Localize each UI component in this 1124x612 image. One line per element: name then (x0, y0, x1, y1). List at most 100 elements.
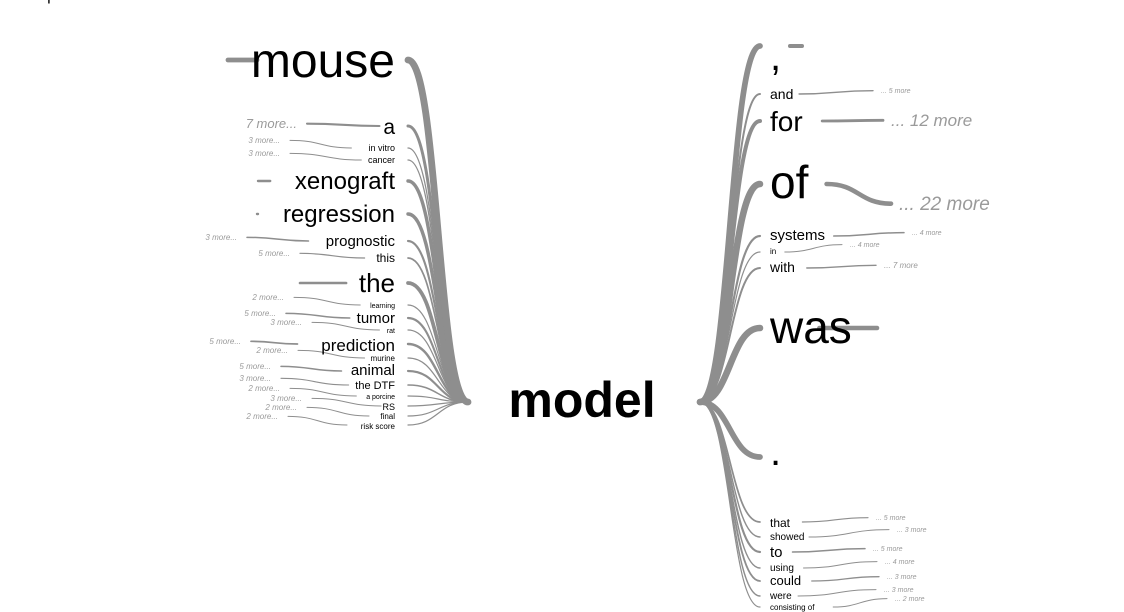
tree-branch-left (293, 296, 361, 306)
more-label[interactable]: 3 more... (270, 394, 302, 403)
left-branch-word[interactable]: a porcine (366, 394, 395, 401)
more-label[interactable]: ... 3 more (887, 574, 917, 581)
more-label[interactable]: 2 more... (251, 293, 284, 302)
left-branch-word[interactable]: animal (351, 362, 395, 379)
more-label[interactable]: 3 more... (205, 233, 237, 242)
left-branch-word[interactable]: rat (387, 328, 395, 335)
tree-branch-left (289, 387, 357, 397)
more-label[interactable]: 3 more... (270, 318, 302, 327)
right-leaf-word[interactable]: developed (0, 0, 74, 4)
right-branch-word[interactable]: to (770, 544, 783, 561)
right-branch-word[interactable]: and (770, 86, 793, 102)
more-label[interactable]: 2 more... (245, 412, 278, 421)
tree-branch-right (806, 264, 877, 269)
more-label[interactable]: ... 4 more (0, 0, 68, 4)
tree-branch-left (285, 312, 351, 319)
tree-branch-left (287, 415, 348, 426)
more-label[interactable]: 7 more... (246, 116, 297, 131)
more-label[interactable]: ... 4 more (0, 0, 68, 4)
more-label[interactable]: ... 5 more (0, 0, 68, 4)
left-branch-word[interactable]: risk score (361, 422, 396, 431)
left-branch-word[interactable]: the (359, 268, 395, 298)
more-label[interactable]: 5 more... (239, 362, 271, 371)
more-label[interactable]: ... 14 more (0, 0, 77, 4)
more-label[interactable]: 2 more... (255, 346, 288, 355)
right-branch-word[interactable]: for (770, 106, 803, 137)
root-word[interactable]: model (508, 372, 655, 428)
tree-branch-left (246, 236, 310, 242)
left-branch-word[interactable]: xenograft (295, 168, 395, 195)
more-label[interactable]: ... 5 more (876, 515, 906, 522)
more-label[interactable]: 3 more... (239, 374, 271, 383)
right-branch-word[interactable]: of (770, 156, 809, 208)
tree-branch-right (808, 529, 890, 538)
left-branch-word[interactable]: this (376, 251, 395, 265)
more-label[interactable]: ... 2 more (895, 596, 925, 603)
left-branch-word[interactable]: final (380, 412, 395, 421)
right-branch-word[interactable]: in (770, 247, 776, 256)
left-branch-word[interactable]: learning (370, 303, 395, 310)
tree-branch-right (811, 576, 880, 582)
more-label[interactable]: ... 22 more (899, 194, 990, 215)
right-branch-word[interactable]: showed (770, 532, 804, 543)
tree-branch-right (797, 589, 877, 597)
left-branch-word[interactable]: mouse (251, 35, 395, 88)
tree-branch-right (697, 399, 763, 460)
tree-branch-left (250, 340, 299, 345)
left-branch-word[interactable]: the DTF (355, 380, 395, 392)
more-label[interactable]: ... 5 more (873, 546, 903, 553)
tree-branch-left (306, 406, 370, 417)
more-label[interactable]: ... 15 more (0, 0, 77, 4)
right-branch-word[interactable]: with (769, 259, 795, 275)
more-label[interactable]: ... 3 more (884, 587, 914, 594)
left-branch-word[interactable]: in vitro (368, 143, 395, 153)
left-branch-word[interactable]: prognostic (326, 233, 396, 250)
more-label[interactable]: 2 more... (264, 403, 297, 412)
tree-branch-left (289, 139, 352, 149)
more-label[interactable]: ... 5 more (881, 88, 911, 95)
tree-branch-right (803, 561, 878, 569)
more-label[interactable]: ... 12 more (891, 111, 972, 130)
more-label[interactable]: 3 more... (248, 149, 280, 158)
tree-branch-right (832, 598, 888, 608)
tree-branch-right (801, 517, 869, 523)
more-label[interactable]: 5 more... (244, 309, 276, 318)
more-label[interactable]: ... 4 more (850, 242, 880, 249)
right-leaf-word[interactable]: established (0, 0, 81, 4)
right-branch-word[interactable]: consisting of (770, 603, 815, 612)
left-branch-word[interactable]: tumor (357, 310, 395, 327)
right-leaf-word[interactable]: which (0, 0, 41, 4)
more-label[interactable]: ... 4 more (0, 0, 68, 4)
left-branch-word[interactable]: prediction (321, 336, 395, 355)
more-label[interactable]: ... 4 more (912, 230, 942, 237)
right-branch-word[interactable]: that (770, 516, 791, 530)
tree-branch-left (280, 377, 350, 386)
right-branch-word[interactable]: systems (770, 227, 825, 244)
more-label[interactable]: ... 7 more (884, 261, 918, 270)
right-leaf-word[interactable]: we (0, 0, 21, 4)
more-label[interactable]: ... 4 more (885, 559, 915, 566)
right-branch-word[interactable]: was (769, 301, 852, 353)
more-label[interactable]: ... 4 more (0, 0, 68, 4)
more-label[interactable]: 5 more... (258, 249, 290, 258)
right-branch-word[interactable]: using (770, 563, 794, 574)
left-branch-word[interactable]: murine (371, 354, 396, 363)
tree-branch-right (833, 231, 905, 237)
right-leaf-word[interactable]: used to (0, 0, 53, 4)
tree-branch-right (798, 89, 874, 95)
more-label[interactable]: 3 more... (248, 136, 280, 145)
tree-branch-left (311, 397, 382, 407)
left-branch-word[interactable]: a (383, 116, 395, 139)
right-branch-word[interactable]: . (770, 430, 781, 474)
left-branch-word[interactable]: regression (283, 201, 395, 228)
tree-branch-left (407, 401, 469, 407)
more-label[interactable]: 5 more... (209, 337, 241, 346)
more-label[interactable]: 2 more... (247, 384, 280, 393)
right-branch-word[interactable]: could (770, 573, 801, 588)
right-branch-word[interactable]: , (770, 35, 781, 79)
left-branch-word[interactable]: RS (382, 402, 395, 412)
right-branch-word[interactable]: were (769, 591, 792, 602)
more-label[interactable]: ... 3 more (897, 527, 927, 534)
left-branch-word[interactable]: cancer (368, 155, 395, 165)
